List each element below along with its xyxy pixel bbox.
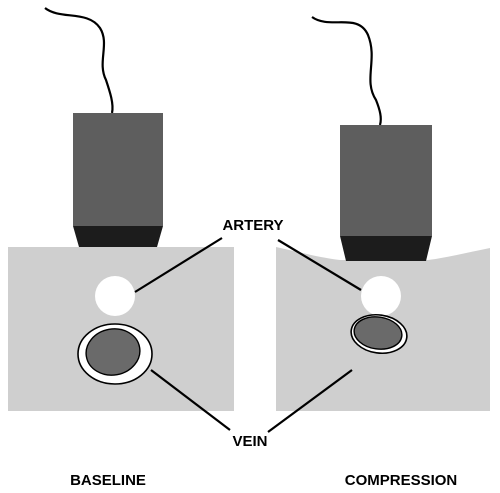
baseline-vein-lumen bbox=[85, 328, 141, 376]
artery-label: ARTERY bbox=[222, 217, 283, 234]
compression-vein-lumen bbox=[353, 316, 403, 350]
compression-vein-pointer bbox=[267, 369, 353, 433]
baseline-vein-pointer bbox=[150, 369, 231, 431]
baseline-caption: BASELINE bbox=[70, 472, 146, 489]
baseline-artery bbox=[95, 276, 135, 316]
compression-caption: COMPRESSION bbox=[345, 472, 458, 489]
baseline-probe-cable bbox=[44, 7, 114, 114]
compression-artery bbox=[361, 276, 401, 316]
compression-probe-tip bbox=[340, 236, 432, 261]
baseline-vein-outline bbox=[77, 323, 153, 385]
compression-vein-outline bbox=[350, 313, 408, 355]
baseline-probe-body bbox=[73, 113, 163, 226]
compression-probe-body bbox=[340, 125, 432, 236]
compression-panel bbox=[267, 16, 490, 433]
compression-artery-pointer bbox=[277, 239, 362, 291]
vein-label: VEIN bbox=[232, 433, 267, 450]
baseline-artery-pointer bbox=[134, 237, 223, 293]
baseline-probe-tip bbox=[73, 226, 163, 247]
baseline-panel bbox=[8, 7, 234, 431]
compression-probe-cable bbox=[311, 16, 382, 126]
